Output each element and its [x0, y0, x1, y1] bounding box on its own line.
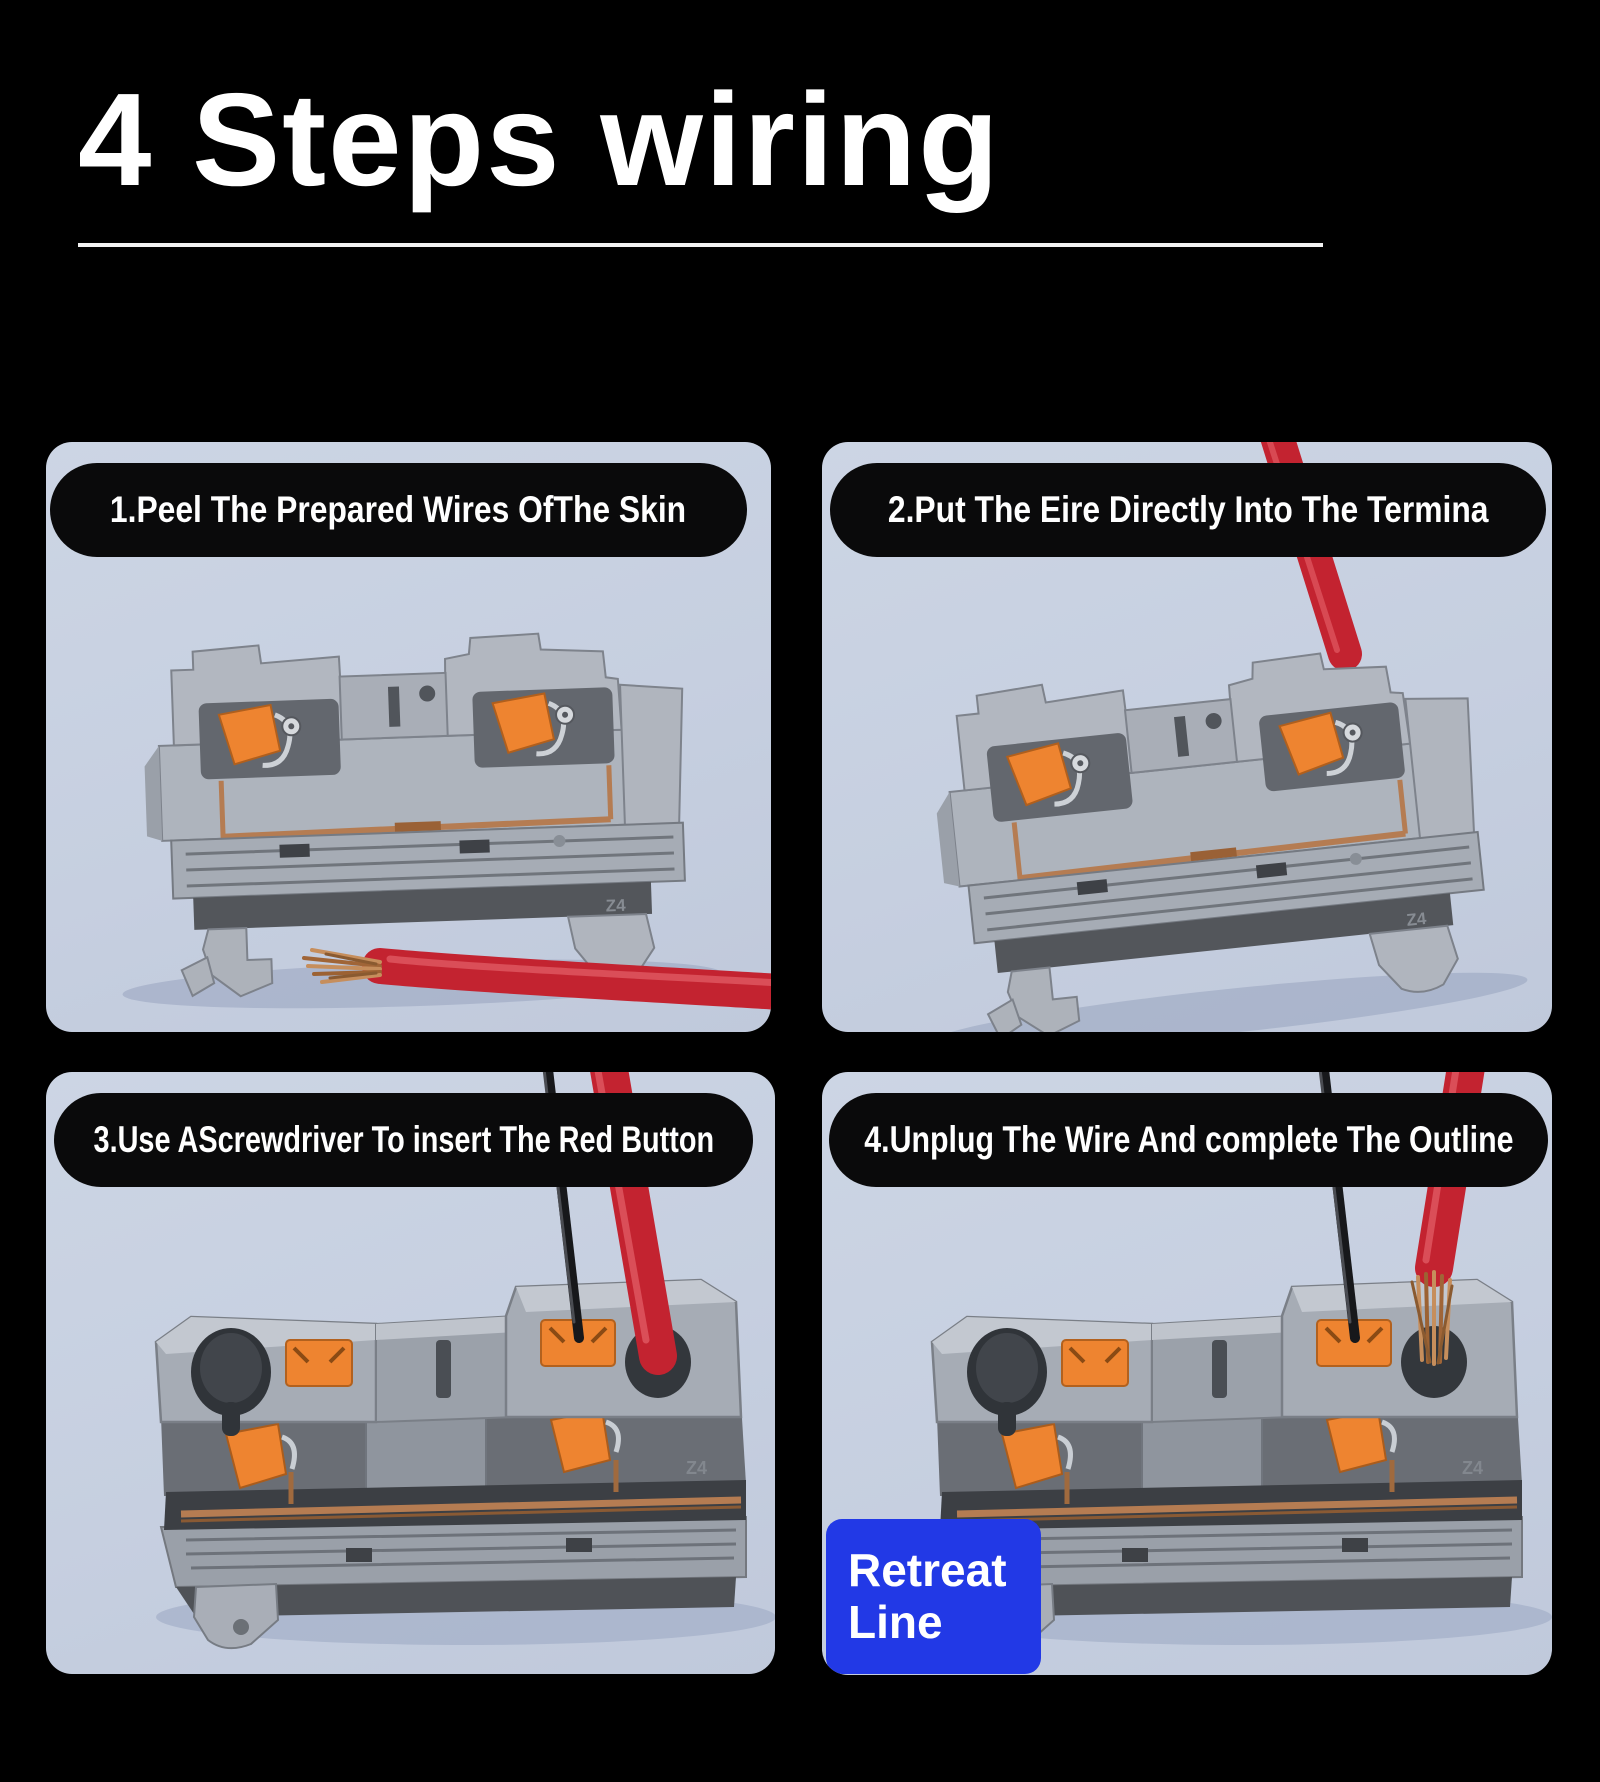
- step-2-label: 2.Put The Eire Directly Into The Termina: [887, 489, 1489, 530]
- block-marking: Z4: [686, 1458, 707, 1478]
- page-title: 4 Steps wiring: [78, 66, 1001, 213]
- copper-busbar: [180, 1496, 742, 1518]
- step-3-label-pill: 3.Use AScrewdriver To insert The Red But…: [54, 1093, 753, 1187]
- block-marking: Z4: [605, 896, 626, 916]
- step-4-photo: Z4: [930, 1072, 1552, 1650]
- step-3-panel: Z4 3.Use AScrewdriver To insert The Red …: [46, 1072, 775, 1674]
- copper-strands: [1410, 1270, 1454, 1366]
- step-1-label: 1.Peel The Prepared Wires OfThe Skin: [110, 489, 687, 530]
- stripped-red-wire: [302, 948, 771, 1010]
- block-marking: Z4: [1462, 1458, 1483, 1478]
- title-underline: [78, 243, 1323, 247]
- push-button-left: [285, 1339, 353, 1387]
- copper-busbar: [218, 780, 226, 839]
- retreat-line-badge-line1: Retreat: [848, 1544, 1007, 1596]
- orange-lever-left: [1005, 742, 1073, 807]
- block-marking: Z4: [1406, 909, 1428, 930]
- copper-strands: [302, 948, 382, 984]
- terminal-block-side-view: Z4: [122, 632, 723, 1009]
- terminal-block-closeup: Z4: [930, 1278, 1552, 1650]
- step-1-photo: Z4: [122, 632, 771, 1010]
- inner-lever-left: [224, 1422, 288, 1490]
- copper-busbar: [956, 1496, 1518, 1518]
- terminal-block-side-view: Z4: [930, 652, 1528, 1032]
- step-3-photo: Z4: [154, 1072, 775, 1650]
- step-4-label: 4.Unplug The Wire And complete The Outli…: [863, 1119, 1514, 1160]
- step-3-label: 3.Use AScrewdriver To insert The Red But…: [93, 1119, 714, 1160]
- step-1-label-pill: 1.Peel The Prepared Wires OfThe Skin: [50, 463, 747, 557]
- step-2-panel: Z4 2.Put The Eire Directly Into The Term…: [822, 442, 1552, 1032]
- block-shadow: [930, 972, 1528, 1032]
- step-2-label-pill: 2.Put The Eire Directly Into The Termina: [830, 463, 1546, 557]
- orange-lever-right: [491, 692, 556, 754]
- step-4-panel: Z4 4.Unplug The Wire And complete The Ou…: [822, 1072, 1552, 1675]
- step-4-label-pill: 4.Unplug The Wire And complete The Outli…: [829, 1093, 1548, 1187]
- red-wire: [362, 948, 771, 1010]
- terminal-block-closeup: Z4: [154, 1278, 775, 1650]
- inner-lever-left: [1000, 1422, 1064, 1490]
- orange-lever-right: [1278, 711, 1345, 776]
- din-rail-foot: [1368, 924, 1459, 993]
- push-button-left: [1061, 1339, 1129, 1387]
- copper-busbar: [1011, 822, 1023, 881]
- step-1-panel: Z4 1.Peel The Prepared Wires OfThe Skin: [46, 442, 771, 1032]
- din-rail-foot: [192, 1582, 280, 1650]
- retreat-line-badge-line2: Line: [848, 1595, 943, 1648]
- retreat-line-badge: Retreat Line: [826, 1519, 1041, 1674]
- step-2-photo: Z4: [930, 442, 1528, 1032]
- orange-lever-left: [217, 703, 282, 766]
